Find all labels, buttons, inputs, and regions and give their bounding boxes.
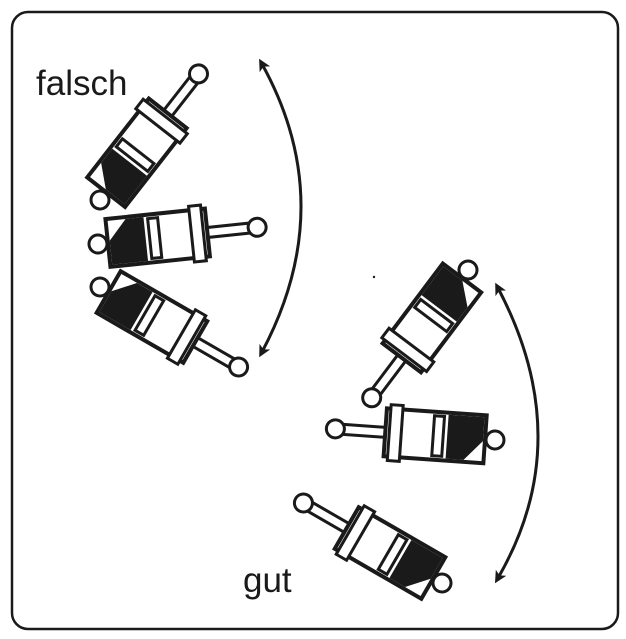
- stray-dot: [372, 275, 376, 279]
- label-right: gut: [243, 561, 292, 600]
- swing-arrow-right: [494, 282, 540, 584]
- label-wrong: falsch: [36, 64, 128, 103]
- swing-arrow-wrong: [259, 58, 303, 358]
- diagram-frame: [10, 10, 620, 631]
